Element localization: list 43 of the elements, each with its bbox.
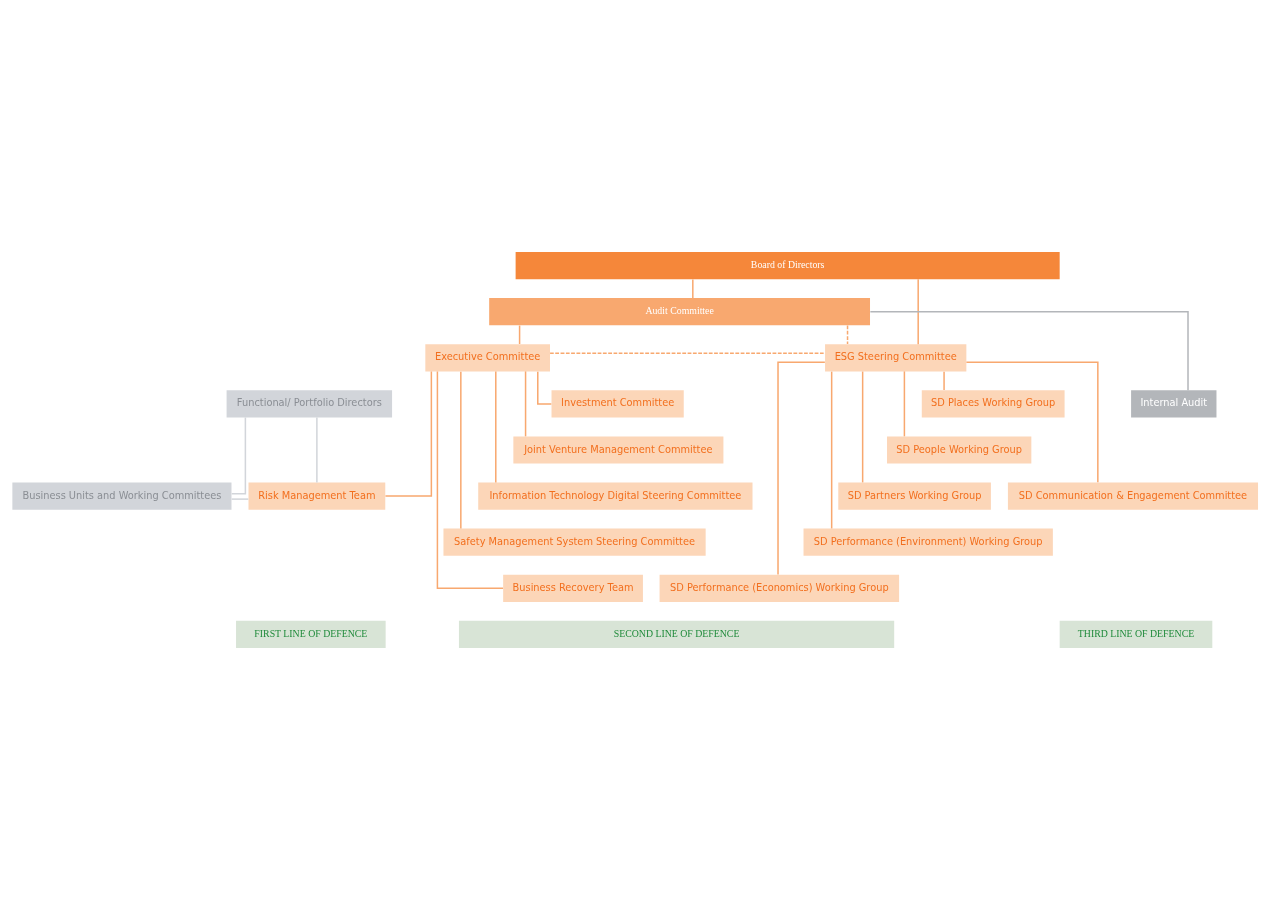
node-box: Executive Committee (425, 344, 550, 372)
node-box: Business Recovery Team (503, 574, 643, 602)
connector (524, 370, 527, 438)
connector (230, 498, 250, 500)
connector (495, 370, 497, 484)
connector (460, 370, 462, 530)
node-box: THIRD LINE OF DEFENCE (1059, 620, 1213, 648)
connector (917, 278, 919, 345)
node-box: SD Partners Working Group (838, 482, 991, 510)
node-box: Functional/ Portfolio Directors (226, 390, 393, 418)
node-box: SD Performance (Environment) Working Group (803, 528, 1053, 556)
connector (549, 352, 826, 355)
node-box: Audit Committee (489, 298, 870, 326)
node-box: SD Performance (Economics) Working Group (659, 574, 900, 602)
connector (230, 416, 247, 495)
node-box: Information Technology Digital Steering Committee (478, 482, 753, 510)
connector (537, 370, 553, 405)
node-box: Risk Management Team (248, 482, 386, 510)
connector (436, 370, 504, 590)
connector (861, 370, 864, 484)
node-box: Board of Directors (515, 252, 1060, 280)
connector (846, 324, 849, 345)
node-box: Internal Audit (1131, 390, 1217, 418)
connector (830, 370, 833, 530)
connector (943, 370, 945, 391)
node-box: Business Units and Working Committees (12, 482, 232, 510)
node-box: SD Communication & Engagement Committee (1007, 482, 1259, 510)
node-box: Safety Management System Steering Committee (443, 528, 706, 556)
node-box: SD Places Working Group (921, 390, 1065, 418)
connector (384, 370, 433, 497)
connector (777, 361, 826, 576)
node-box: SECOND LINE OF DEFENCE (458, 620, 895, 648)
node-box: ESG Steering Committee (825, 344, 967, 372)
node-box: FIRST LINE OF DEFENCE (236, 620, 386, 648)
connector (692, 278, 694, 299)
node-box: Investment Committee (551, 390, 684, 418)
node-box: Joint Venture Management Committee (513, 436, 724, 464)
connector (518, 324, 521, 345)
connector (869, 310, 1189, 392)
node-box: SD People Working Group (887, 436, 1032, 464)
connector (316, 416, 318, 484)
connector (903, 370, 906, 438)
connector (965, 361, 1099, 484)
